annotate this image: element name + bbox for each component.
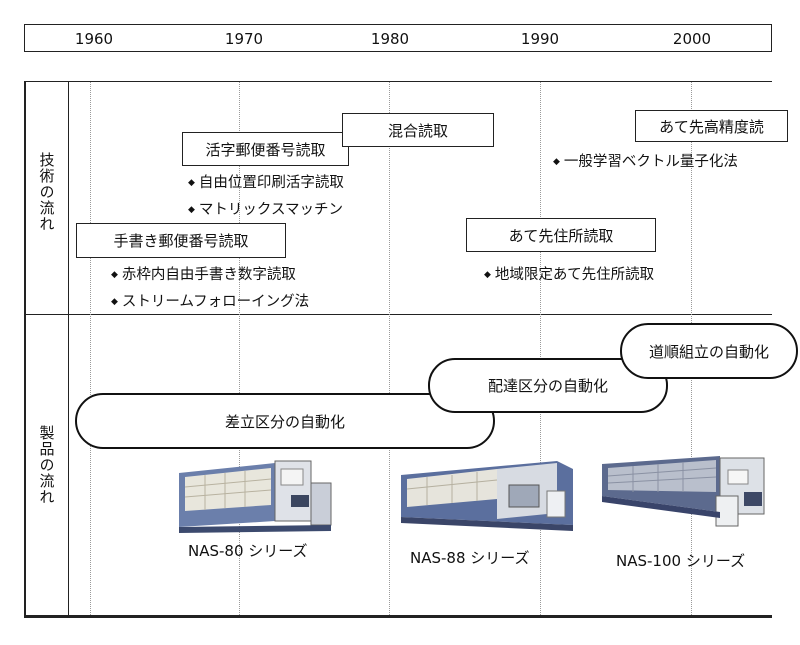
product-stage-sorting-label: 差立区分の自動化 [224,412,345,431]
label-column-divider [68,81,69,618]
section-label-tech-text: 技術の流れ [37,152,56,232]
tech-point-redframe-text: 赤枠内自由手書き数字読取 [121,267,296,283]
bullet-icon: ◆ [111,297,118,307]
bullet-icon: ◆ [553,157,560,167]
caption-nas-100: NAS-100 シリーズ [616,552,746,570]
tech-point-lvq-text: 一般学習ベクトル量子化法 [563,154,738,170]
tech-point-regional-text: 地域限定あて先住所読取 [494,267,655,283]
tech-box-address-label: あて先住所読取 [508,226,614,245]
bullet-icon: ◆ [188,178,195,188]
nas-80-machine-image [179,460,332,533]
bullet-icon: ◆ [484,270,491,280]
year-label-1960: 1960 [74,30,114,48]
tech-point-stream-text: ストリームフォローイング法 [121,294,310,310]
tech-point-free-position-text: 自由位置印刷活字読取 [198,175,344,191]
year-label-1990: 1990 [520,30,560,48]
bullet-icon: ◆ [111,270,118,280]
tech-box-printed-postal: 活字郵便番号読取 [182,132,349,166]
year-label-1980: 1980 [370,30,410,48]
nas-88-machine-image [401,461,573,531]
bullet-icon: ◆ [188,205,195,215]
tech-point-matrix-text: マトリックスマッチン [198,202,344,218]
section-divider [24,314,772,315]
gridline-1970 [239,82,240,615]
nas-100-machine-image [602,456,765,527]
tech-point-matrix: ◆マトリックスマッチン [188,198,343,219]
tech-box-address: あて先住所読取 [466,218,656,252]
product-stage-delivery-label: 配達区分の自動化 [487,377,608,395]
diagram-frame [24,81,772,618]
section-label-product: 製品の流れ [26,425,66,510]
year-axis-bar [24,24,772,52]
tech-box-handwritten-postal: 手書き郵便番号読取 [76,223,286,258]
tech-point-regional: ◆地域限定あて先住所読取 [484,263,654,284]
year-label-1970: 1970 [224,30,264,48]
section-label-tech: 技術の流れ [26,152,66,237]
caption-nas-80: NAS-80 シリーズ [188,542,308,560]
tech-point-free-position: ◆自由位置印刷活字読取 [188,171,344,192]
year-label-2000: 2000 [672,30,712,48]
caption-nas-88: NAS-88 シリーズ [410,549,530,567]
tech-box-high-precision: あて先高精度読 [635,110,788,142]
product-stage-route: 道順組立の自動化 [620,323,798,379]
tech-box-high-precision-label: あて先高精度読 [659,117,764,136]
tech-box-printed-postal-label: 活字郵便番号読取 [205,140,326,159]
product-stage-sorting: 差立区分の自動化 [75,393,495,449]
tech-point-stream: ◆ストリームフォローイング法 [111,290,309,311]
gridline-1990 [540,82,541,615]
tech-box-handwritten-postal-label: 手書き郵便番号読取 [113,232,249,250]
tech-box-mixed: 混合読取 [342,113,494,147]
gridline-1960 [90,82,91,615]
product-stage-route-label: 道順組立の自動化 [648,342,769,361]
tech-point-lvq: ◆一般学習ベクトル量子化法 [553,150,738,171]
gridline-1980 [389,82,390,615]
section-label-product-text: 製品の流れ [37,425,56,505]
tech-point-redframe: ◆赤枠内自由手書き数字読取 [111,263,296,284]
tech-box-mixed-label: 混合読取 [387,121,448,140]
